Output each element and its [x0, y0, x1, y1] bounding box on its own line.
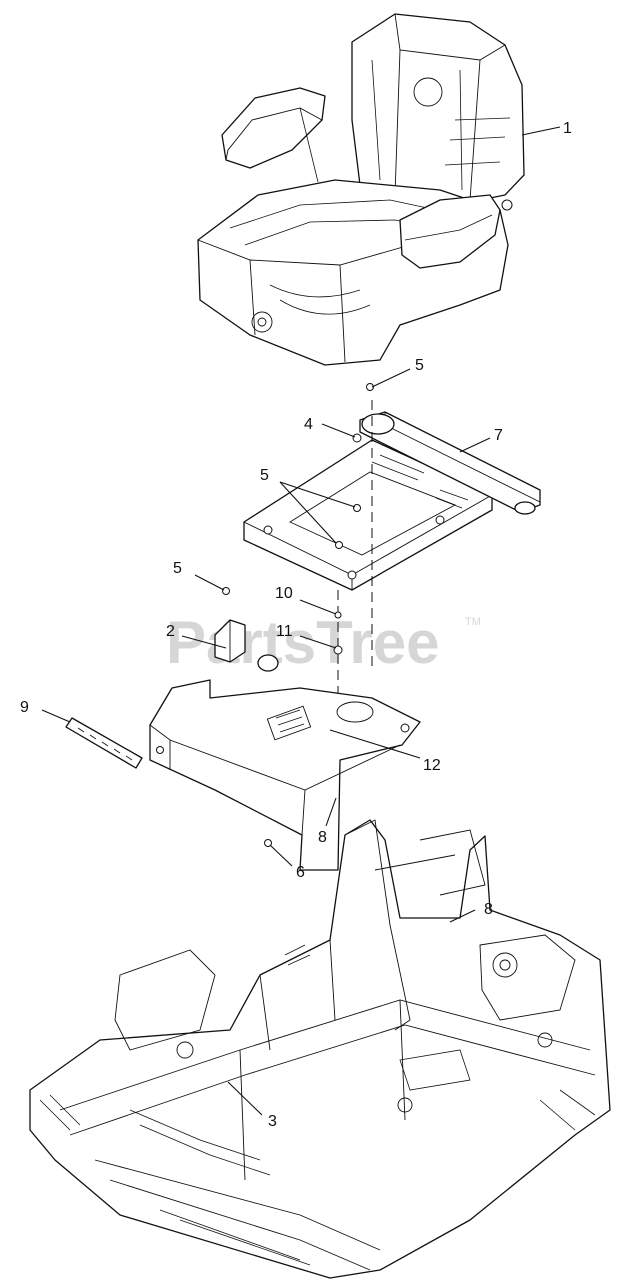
washer-5-left: [222, 587, 230, 595]
washer-5-lower: [335, 541, 343, 549]
callout-2: 2: [166, 623, 175, 640]
callout-10: 10: [275, 585, 293, 602]
callout-3: 3: [268, 1113, 277, 1130]
callout-8-front: 8: [318, 829, 327, 846]
watermark-text: PartsTree: [166, 609, 440, 676]
seat-base-plate[interactable]: [243, 411, 541, 591]
callout-1: 1: [563, 120, 572, 137]
callout-12: 12: [423, 757, 441, 774]
seat-assembly[interactable]: [197, 13, 525, 366]
washer-5-top: [366, 383, 374, 391]
callout-7: 7: [494, 427, 503, 444]
bolt-6: [264, 839, 272, 847]
leader-lines: [41, 126, 561, 1116]
callout-9: 9: [20, 699, 29, 716]
nut-4: [352, 433, 362, 443]
callout-5-mid: 5: [260, 467, 269, 484]
callout-5-left: 5: [173, 560, 182, 577]
mower-frame[interactable]: [29, 819, 611, 1279]
callout-8-frame: 8: [484, 901, 493, 918]
watermark-trademark: TM: [465, 616, 481, 628]
callout-11: 11: [276, 623, 293, 640]
seat-mount-pan[interactable]: [149, 679, 421, 871]
bolt-10: [334, 611, 342, 619]
callout-labels: 1 5 4 7 5 5 10 2 11 9 12 8 6 8 3: [20, 120, 572, 1130]
watermark: PartsTree TM: [166, 609, 481, 676]
callout-5-top: 5: [415, 357, 424, 374]
decal[interactable]: [65, 717, 143, 769]
callout-6: 6: [296, 864, 305, 881]
washer-5-mid: [353, 504, 361, 512]
seat-latch[interactable]: [214, 619, 279, 672]
callout-4: 4: [304, 416, 313, 433]
